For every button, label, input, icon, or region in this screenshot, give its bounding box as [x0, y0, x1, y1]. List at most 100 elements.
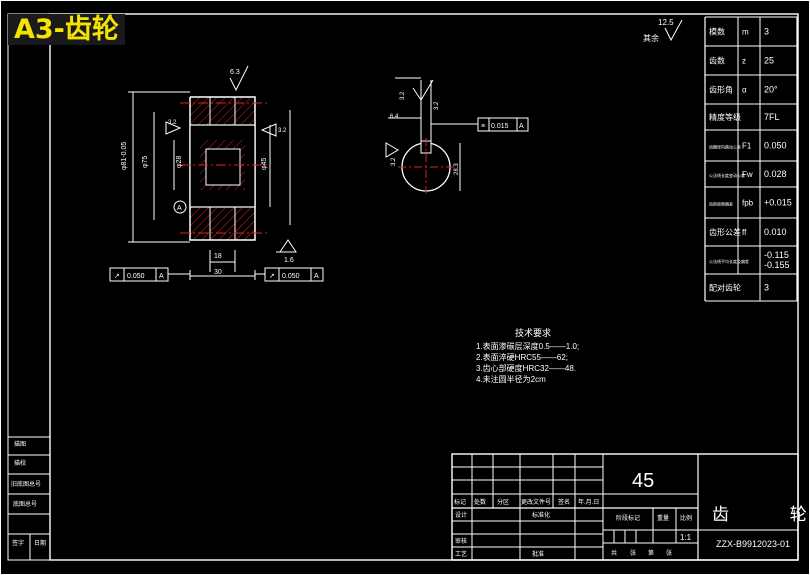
rough-bottom: 1.6: [284, 257, 294, 264]
rough-top: 6.3: [230, 69, 240, 76]
param-value-6: +0.015: [764, 198, 792, 208]
svg-text:↗: ↗: [114, 273, 120, 280]
strip-label-4: 签字: [12, 539, 24, 547]
tb-sheet-0: 共: [611, 549, 617, 557]
tb-sheet-2: 第: [648, 549, 654, 557]
param-value-8-1: -0.155: [764, 260, 790, 270]
tol-left-value: 0.050: [127, 273, 145, 280]
param-name-2: 齿形角: [709, 85, 733, 95]
tech-req-item-4: 4.未注圆半径为2cm: [476, 374, 546, 384]
param-name-3: 精度等级: [709, 112, 741, 122]
tech-req-title: 技术要求: [515, 327, 551, 338]
param-symbol-4: F1: [742, 142, 752, 151]
param-symbol-0: m: [742, 28, 749, 37]
param-value-8-0: -0.115: [764, 250, 789, 260]
param-symbol-6: fpb: [742, 199, 754, 208]
keyway-detail: 3.2 3.2 6.4 ≡ 0.015 A 3.2 28.3: [385, 77, 529, 196]
rough-rest-label: 其余: [643, 33, 659, 43]
tb-stage: 阶段标记: [616, 514, 640, 522]
param-name-1: 齿数: [709, 56, 725, 66]
key-rough-1: 3.2: [400, 91, 406, 100]
param-value-2: 20°: [764, 85, 778, 95]
param-symbol-5: Fw: [742, 170, 753, 179]
part-name: 齿 轮: [712, 505, 810, 524]
svg-text:A: A: [159, 273, 164, 280]
tb-scale-label: 比例: [680, 514, 692, 522]
param-name-9: 配对齿轮: [709, 283, 741, 293]
param-name-8: 公法线平均长度及偏差: [709, 258, 749, 264]
strip-label-5: 日期: [34, 539, 46, 547]
datum-letter: A: [177, 205, 182, 212]
tol-right-value: 0.050: [282, 273, 300, 280]
rough-right: 3.2: [278, 128, 287, 134]
param-name-5: 公法线长度变动公差: [709, 172, 745, 178]
strip-label-3: 底图总号: [13, 500, 37, 508]
tech-req-item-2: 2.表面淬硬HRC55——62;: [476, 352, 568, 362]
dim-width-1: 18: [214, 253, 222, 260]
tb-col-0: 标记: [454, 498, 466, 506]
dim-outer-dia: φ81-0.05: [121, 142, 128, 170]
material: 45: [632, 470, 654, 492]
param-symbol-2: α: [742, 86, 747, 95]
tb-col-2: 分区: [497, 498, 509, 506]
title-block: 标记 处数 分区 更改文件号 签名 年.月.日 设计 审核 工艺 标准化 批准 …: [451, 453, 810, 561]
svg-text:A: A: [519, 123, 524, 130]
dim-bore: φ28: [176, 156, 183, 168]
key-rough-2: 3.2: [434, 101, 440, 110]
roughness-rest: 其余 12.5: [643, 18, 683, 43]
tb-std: 标准化: [532, 511, 550, 519]
param-symbol-7: ff: [742, 228, 747, 237]
tb-row-process: 工艺: [455, 550, 467, 558]
tb-col-5: 年.月.日: [578, 498, 599, 506]
svg-text:A: A: [314, 273, 319, 280]
tb-row-review: 审核: [455, 537, 467, 545]
tb-col-4: 签名: [558, 498, 570, 506]
param-value-0: 3: [764, 27, 769, 37]
tb-col-1: 处数: [474, 498, 486, 506]
datum-marker: [173, 200, 187, 214]
tb-col-3: 更改文件号: [521, 498, 551, 506]
dim-hub: φ45: [261, 158, 268, 170]
strip-label-2: 旧底图总号: [11, 480, 41, 488]
gear-section-view: φ81-0.05 φ75 φ28 φ45 A 6.3 3.2 3.2 1.6 1…: [109, 65, 324, 282]
left-strip: 描图 描校 旧底图总号 底图总号 签字 日期: [8, 436, 50, 560]
param-symbol-1: z: [742, 57, 746, 66]
drawing-number: ZZX-B9912023-01: [716, 539, 790, 549]
key-dim: 6.4: [390, 114, 399, 120]
svg-text:≡: ≡: [481, 123, 485, 130]
tb-row-design: 设计: [455, 511, 467, 519]
param-name-7: 齿形公差: [709, 227, 741, 237]
param-value-3: 7FL: [764, 112, 780, 122]
dim-width-2: 30: [214, 269, 222, 276]
svg-text:↗: ↗: [269, 273, 275, 280]
tol-key-value: 0.015: [491, 123, 509, 130]
technical-requirements: 技术要求 1.表面渗碳层深度0.5——1.0; 2.表面淬硬HRC55——62;…: [476, 327, 579, 384]
tech-req-item-1: 1.表面渗碳层深度0.5——1.0;: [476, 341, 579, 351]
tb-scale: 1:1: [680, 533, 692, 542]
key-depth: 28.3: [454, 163, 460, 175]
tb-sheet-1: 张: [630, 549, 636, 557]
tb-approve: 批准: [532, 550, 544, 558]
key-rough-3: 3.2: [391, 157, 397, 166]
inner-frame: [49, 13, 799, 561]
rough-left: 3.2: [168, 120, 177, 126]
param-value-9: 3: [764, 283, 769, 293]
param-name-6: 齿距极限偏差: [709, 201, 733, 207]
tech-req-item-3: 3.齿心部硬度HRC32——48.: [476, 363, 576, 373]
param-value-7: 0.010: [764, 227, 787, 237]
param-value-5: 0.028: [764, 169, 787, 179]
tb-sheet-3: 张: [666, 549, 672, 557]
dim-pitch-dia: φ75: [142, 156, 149, 168]
param-value-4: 0.050: [764, 141, 787, 151]
strip-label-1: 描校: [14, 459, 26, 467]
param-name-0: 模数: [709, 27, 725, 37]
param-name-4: 齿圈径向跳动公差: [709, 144, 741, 150]
param-value-1: 25: [764, 56, 774, 66]
rough-rest-value: 12.5: [658, 18, 674, 27]
tb-weight: 重量: [657, 514, 669, 522]
drawing-title-stamp: A3-齿轮: [8, 14, 125, 45]
strip-label-0: 描图: [14, 440, 26, 448]
